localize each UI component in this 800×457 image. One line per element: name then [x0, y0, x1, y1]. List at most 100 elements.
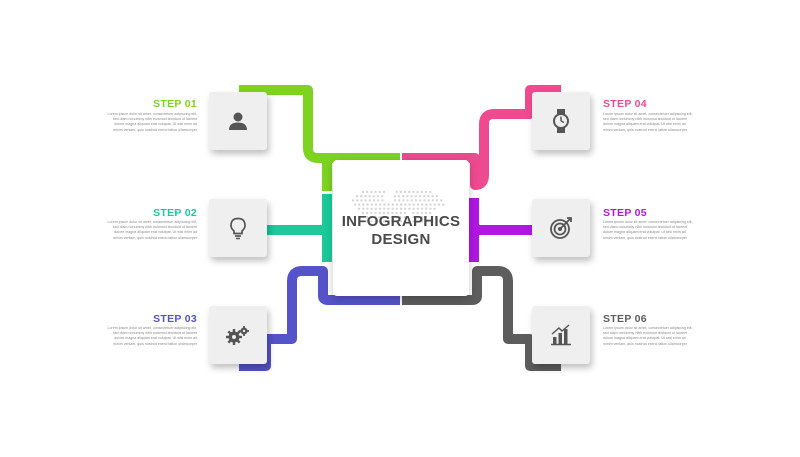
map-dot: [381, 195, 384, 198]
map-dot: [404, 207, 407, 210]
wristwatch-icon: [553, 109, 569, 133]
connector-step-06: [402, 266, 561, 371]
map-dot: [374, 220, 377, 223]
map-dot: [399, 211, 402, 215]
map-dot: [433, 203, 436, 206]
map-dot: [383, 203, 386, 206]
map-dot: [404, 203, 407, 206]
map-dot: [393, 199, 397, 202]
map-dot: [378, 190, 381, 194]
map-dot: [419, 199, 422, 202]
map-dot: [416, 211, 419, 215]
connector-step-02: [266, 194, 332, 235]
map-dot: [391, 203, 394, 206]
map-dot: [372, 195, 375, 198]
map-dot: [370, 211, 373, 215]
map-dot: [416, 203, 420, 206]
map-dot: [440, 199, 443, 202]
map-dot: [362, 207, 365, 210]
map-dot: [425, 207, 428, 210]
map-dot: [416, 190, 419, 194]
step-05-title: STEP 05: [603, 207, 647, 219]
map-dot: [429, 203, 432, 206]
map-dot: [423, 195, 426, 198]
map-dot: [395, 190, 398, 194]
map-dot: [412, 203, 415, 206]
map-dot: [418, 195, 422, 198]
map-dot: [403, 216, 406, 219]
step-05-card: [532, 199, 590, 257]
map-dot: [435, 195, 438, 198]
map-dot: [391, 216, 394, 219]
map-dot: [402, 195, 405, 198]
map-dot: [374, 211, 377, 215]
map-dot: [382, 190, 386, 194]
step-04-title: STEP 04: [603, 98, 647, 110]
map-dot: [397, 195, 401, 198]
map-dot: [387, 203, 390, 206]
step-06-title: STEP 06: [603, 313, 647, 325]
map-dot: [391, 207, 394, 210]
map-dot: [427, 199, 430, 202]
map-dot: [414, 195, 417, 198]
map-dot: [387, 211, 390, 215]
map-dot: [395, 216, 398, 219]
map-dot: [364, 195, 367, 198]
map-dot: [355, 195, 359, 198]
map-dot: [412, 190, 415, 194]
map-dot: [424, 216, 427, 219]
map-dot: [400, 203, 403, 206]
map-dot: [412, 220, 415, 223]
map-dot: [416, 216, 419, 219]
map-dot: [386, 216, 390, 219]
map-dot: [425, 203, 428, 206]
map-dot: [372, 199, 376, 202]
map-dot: [366, 190, 369, 194]
map-dot: [366, 211, 369, 215]
map-dot: [423, 199, 426, 202]
connector-step-05: [469, 198, 532, 235]
map-dot: [378, 220, 381, 223]
map-dot: [408, 203, 411, 206]
map-dot: [414, 199, 418, 202]
step-06-body: Lorem ipsum dolor sit amet, consectetuer…: [603, 326, 693, 346]
map-dot: [393, 195, 396, 198]
map-dot: [431, 199, 434, 202]
map-dot: [410, 195, 413, 198]
map-dot: [420, 220, 423, 223]
map-dot: [368, 199, 371, 202]
map-dot: [408, 190, 411, 194]
map-dot: [379, 203, 382, 206]
map-dot: [377, 199, 380, 202]
map-dot: [421, 203, 424, 206]
step-03-body: Lorem ipsum dolor sit amet, consectetuer…: [107, 326, 198, 346]
map-dot: [424, 211, 428, 215]
gears-icon: [226, 326, 249, 345]
map-dot: [395, 211, 398, 215]
step-05-body: Lorem ipsum dolor sit amet, consectetuer…: [603, 220, 693, 240]
map-dot: [442, 203, 445, 206]
map-dot: [361, 211, 365, 215]
map-dot: [429, 207, 432, 210]
center-title-box: INFOGRAPHICS DESIGN: [333, 160, 469, 296]
map-dot: [364, 199, 367, 202]
step-01-body: Lorem ipsum dolor sit amet, consectetuer…: [107, 112, 198, 132]
step-02-body: Lorem ipsum dolor sit amet, consectetuer…: [107, 220, 198, 240]
map-dot: [399, 220, 402, 223]
map-dot: [403, 211, 407, 215]
map-dot: [416, 207, 419, 210]
step-01-card: [209, 92, 267, 150]
map-dot: [427, 195, 430, 198]
map-dot: [387, 220, 390, 223]
step-01-title: STEP 01: [153, 98, 197, 110]
map-dot: [374, 207, 377, 210]
map-dot: [366, 207, 369, 210]
map-dot: [374, 216, 377, 219]
map-dot: [356, 199, 359, 202]
map-dot: [391, 211, 394, 215]
center-title-line1: INFOGRAPHICS: [341, 213, 461, 230]
step-02-card: [209, 199, 267, 257]
map-dot: [370, 220, 373, 223]
